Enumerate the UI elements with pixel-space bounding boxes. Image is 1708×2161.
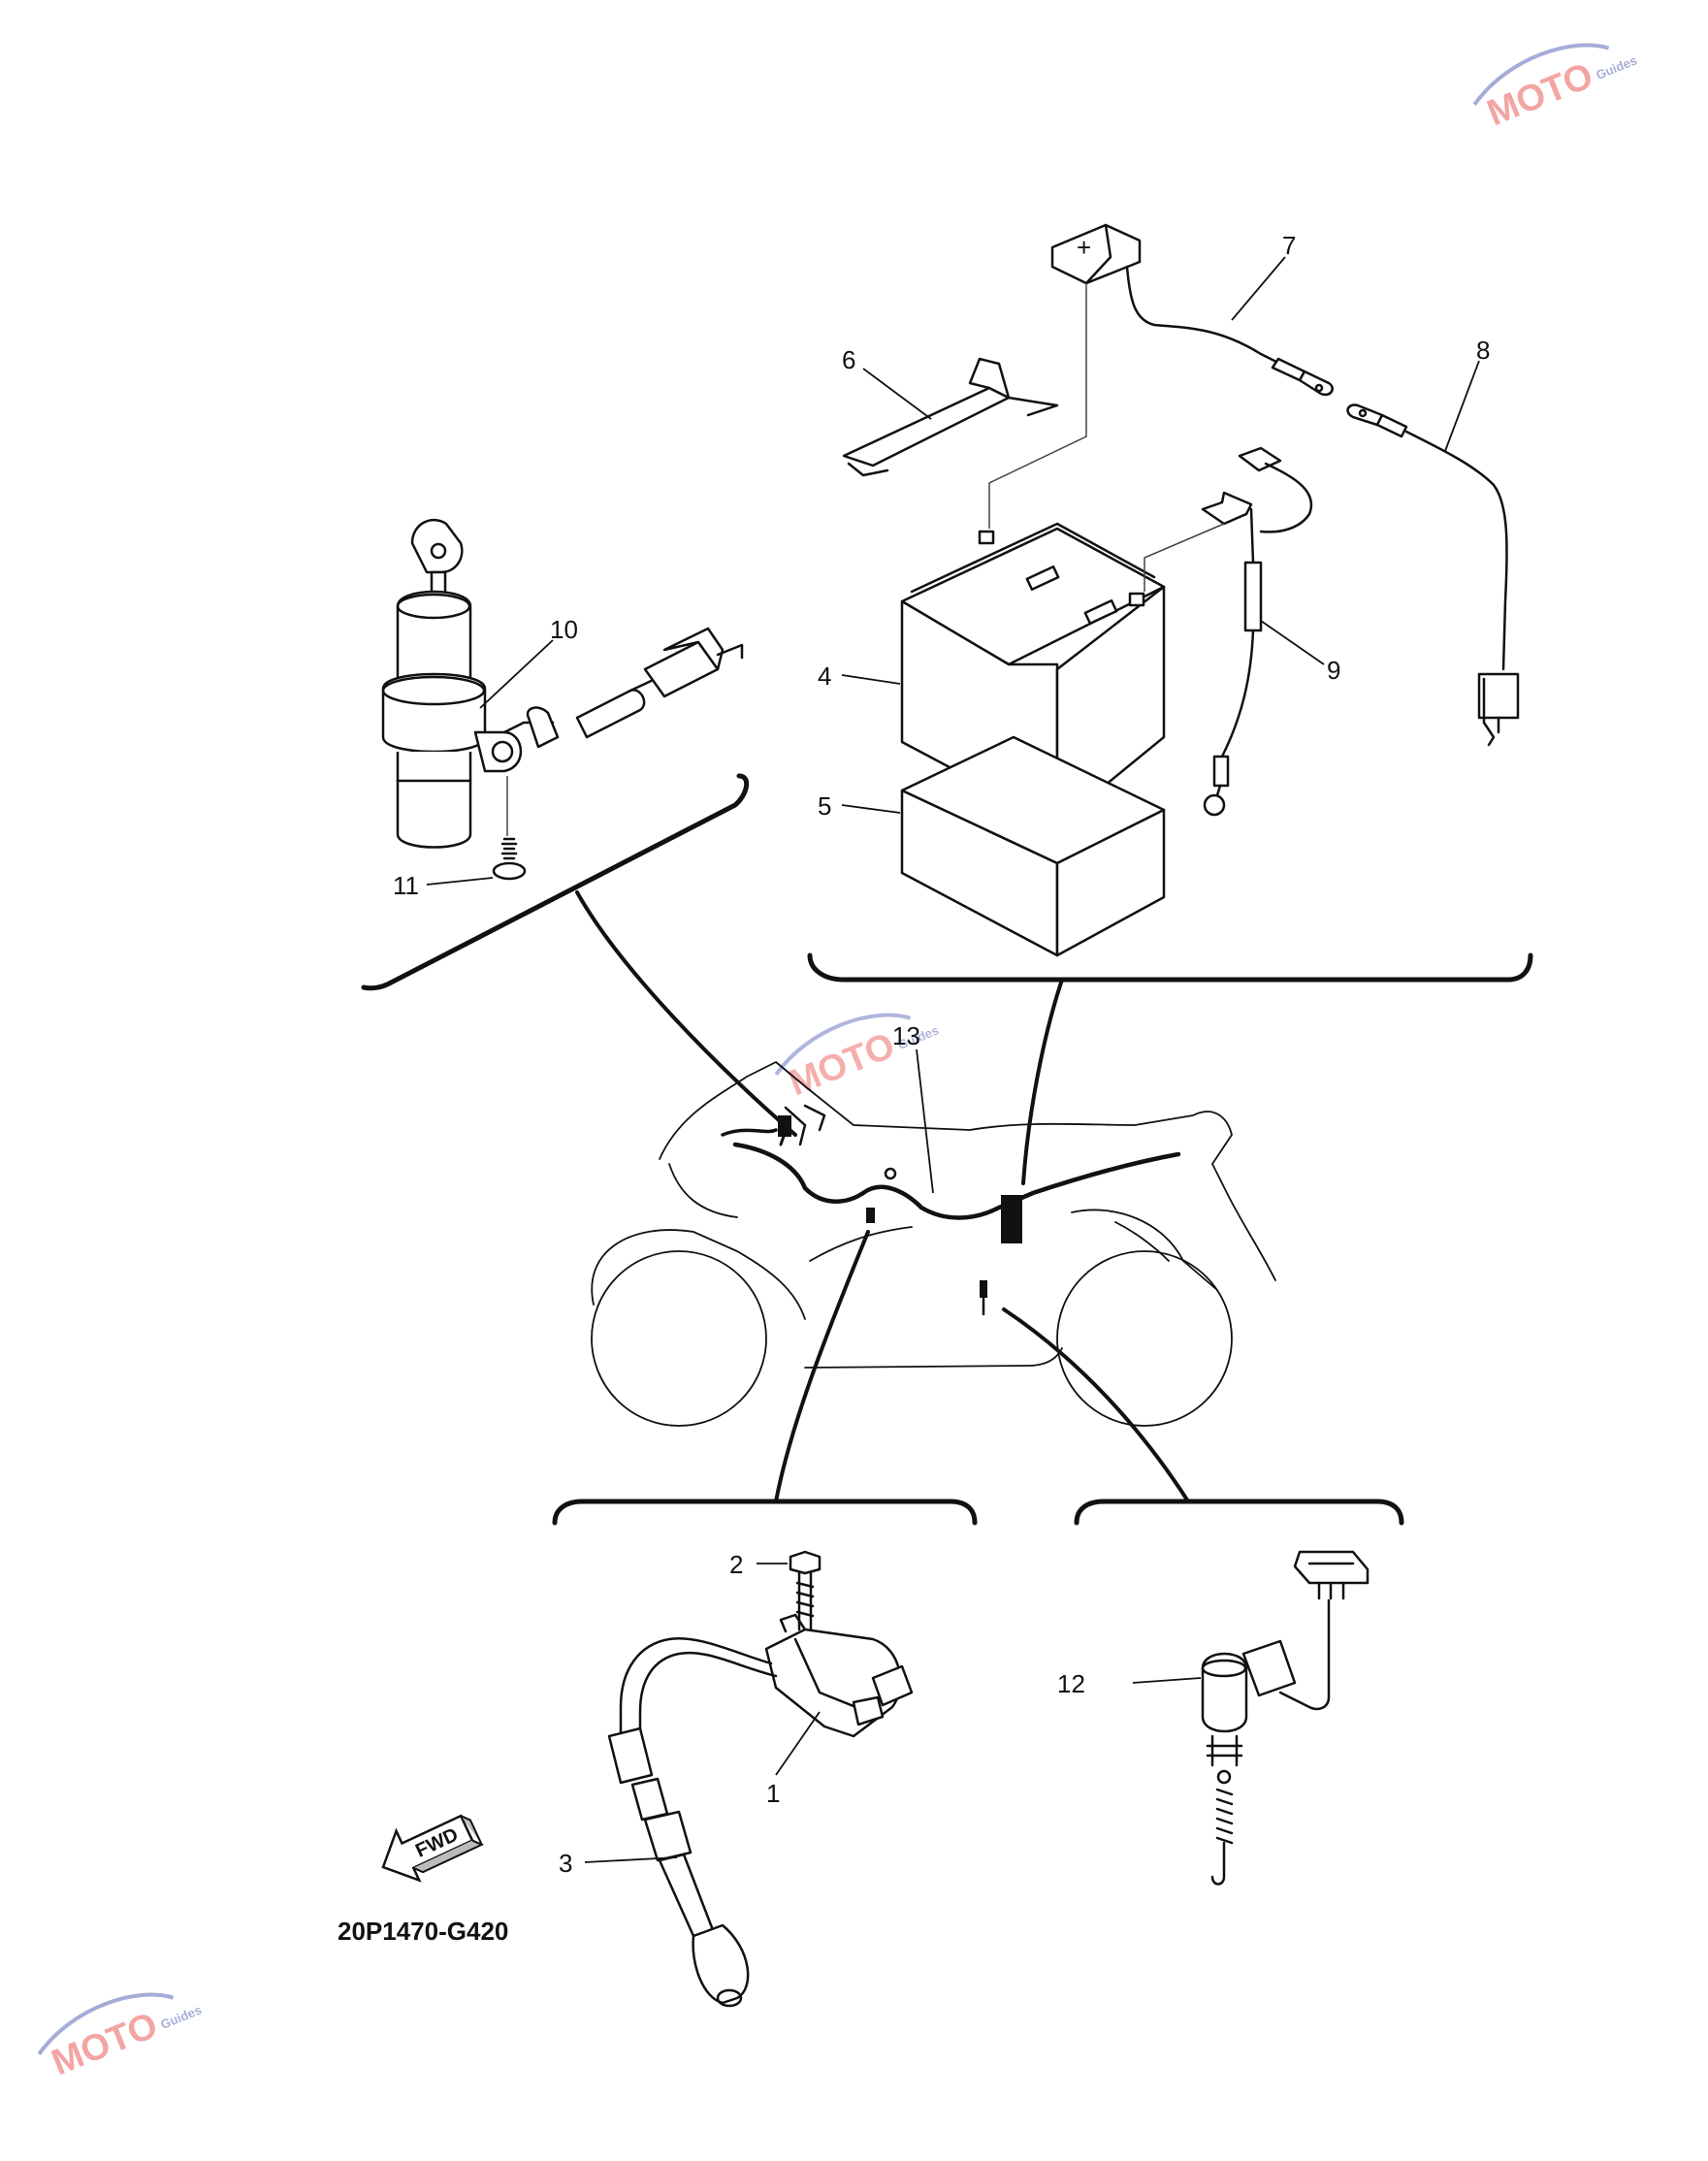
harness-connector-front [778,1115,791,1137]
harness-connector [1001,1195,1022,1243]
part-number-11: 11 [393,871,419,900]
part-number-9: 9 [1327,656,1340,685]
part-label-11: 11 [393,871,494,900]
watermark-text-bottom: MOTO [47,2005,164,2083]
part-5-battery-pad [900,735,1166,957]
group-bracket-brake-switch [1074,1499,1404,1526]
group-bracket-ignition-coil [552,1499,978,1526]
wire-harness [721,1104,1181,1316]
part-10-connector [575,627,744,739]
part-number-5: 5 [818,791,831,821]
bracket-leader-lines [575,890,1190,1503]
part-9-negative-lead [1201,446,1313,817]
battery-plus-symbol: + [1077,233,1091,262]
watermark-text: MOTO [1482,55,1599,134]
watermark-subtext: Guides [1594,52,1638,81]
part-12-brake-switch [1201,1550,1370,1886]
watermark-top-right: MOTO Guides [1472,43,1639,134]
part-4-battery [900,522,1166,826]
part-number-10: 10 [550,615,578,644]
part-number-4: 4 [818,661,831,691]
part-number-8: 8 [1476,336,1490,365]
part-8-relay-lead [1346,403,1520,747]
motorcycle-outline [591,1061,1276,1427]
watermark-text-center: MOTO [784,1025,901,1104]
battery-leader-lines [988,283,1225,592]
group-bracket-main-switch [361,773,750,991]
part-number-2: 2 [729,1550,743,1579]
part-3-plug-cap [607,1726,750,2008]
part-11-screw [492,776,527,881]
part-number-13: 13 [892,1021,920,1050]
part-label-1: 1 [766,1711,821,1808]
part-label-6: 6 [842,345,932,420]
part-number-12: 12 [1057,1669,1085,1698]
watermark-bottom-left: MOTO Guides [37,1992,204,2083]
fwd-arrow-icon: FWD [381,1814,485,1883]
watermark-subtext-bottom: Guides [158,2002,203,2031]
part-number-3: 3 [559,1849,572,1878]
part-label-8: 8 [1444,336,1490,452]
diagram-code: 20P1470-G420 [338,1917,508,1946]
part-1-ignition-coil [619,1613,914,1738]
part-label-7: 7 [1231,231,1296,321]
part-label-9: 9 [1260,620,1340,685]
part-label-3: 3 [559,1849,678,1878]
part-10-main-switch [381,518,560,849]
part-label-10: 10 [479,615,578,709]
part-2-bolt [789,1550,822,1631]
part-7-positive-lead: + [1050,223,1334,397]
group-bracket-battery [807,952,1533,983]
part-label-13: 13 [892,1021,934,1194]
part-label-4: 4 [818,661,901,691]
part-number-7: 7 [1282,231,1296,260]
part-6-battery-band [842,357,1059,477]
part-label-12: 12 [1057,1669,1202,1698]
part-number-1: 1 [766,1779,780,1808]
part-number-6: 6 [842,345,855,374]
part-label-5: 5 [818,791,901,821]
part-label-2: 2 [729,1550,788,1579]
